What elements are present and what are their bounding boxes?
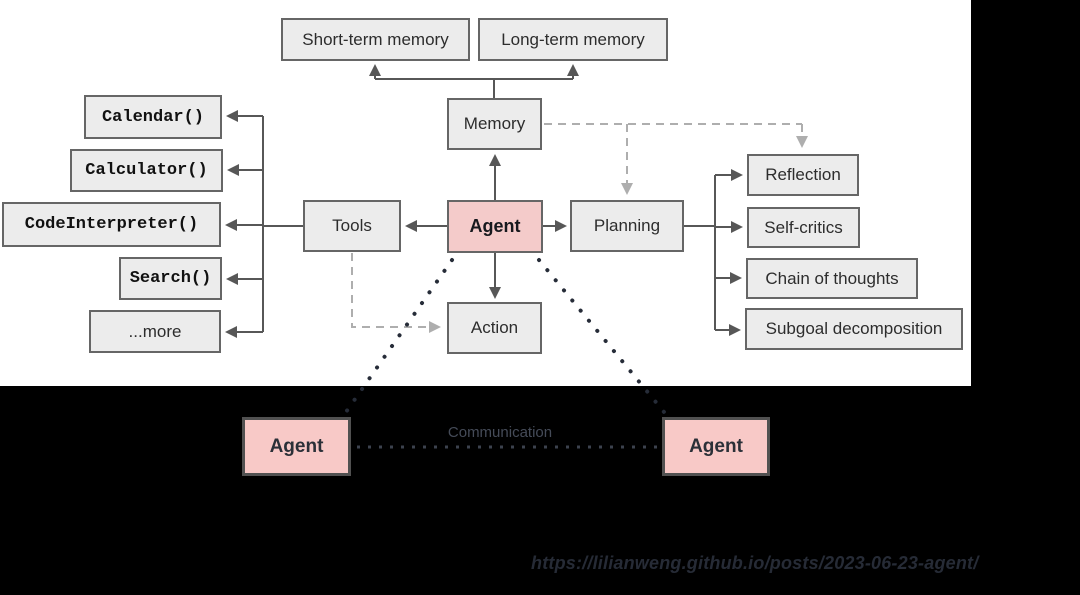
tool-calculator-box: Calculator() bbox=[70, 149, 223, 192]
communication-label: Communication bbox=[447, 424, 553, 441]
tool-calendar-box: Calendar() bbox=[84, 95, 222, 139]
long-term-memory-box: Long-term memory bbox=[478, 18, 668, 61]
subgoal-decomposition-box: Subgoal decomposition bbox=[745, 308, 963, 350]
tool-codeinterpreter-box: CodeInterpreter() bbox=[2, 202, 221, 247]
short-term-memory-box: Short-term memory bbox=[281, 18, 470, 61]
self-critics-box: Self-critics bbox=[747, 207, 860, 248]
chain-of-thoughts-box: Chain of thoughts bbox=[746, 258, 918, 299]
agent-right-box: Agent bbox=[662, 417, 770, 476]
action-box: Action bbox=[447, 302, 542, 354]
tools-box: Tools bbox=[303, 200, 401, 252]
source-url-text: https://lilianweng.github.io/posts/2023-… bbox=[531, 553, 979, 573]
agent-left-box: Agent bbox=[242, 417, 351, 476]
memory-box: Memory bbox=[447, 98, 542, 150]
tool-more-box: ...more bbox=[89, 310, 221, 353]
agent-box: Agent bbox=[447, 200, 543, 253]
tool-search-box: Search() bbox=[119, 257, 222, 300]
planning-box: Planning bbox=[570, 200, 684, 252]
reflection-box: Reflection bbox=[747, 154, 859, 196]
